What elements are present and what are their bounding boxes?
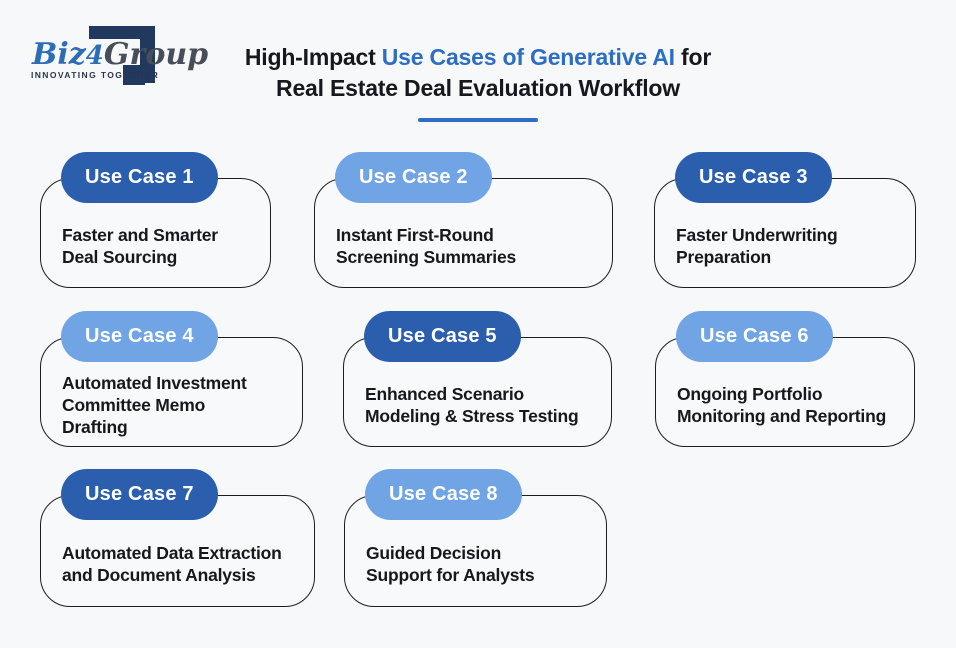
- logo-wordmark: Biz4Group: [32, 37, 209, 72]
- page-title: High-Impact Use Cases of Generative AI f…: [0, 42, 956, 104]
- use-case-card-2: Use Case 2 Instant First-Round Screening…: [314, 152, 613, 288]
- use-case-card-3: Use Case 3 Faster Underwriting Preparati…: [654, 152, 916, 288]
- use-case-description-8: Guided Decision Support for Analysts: [366, 543, 535, 585]
- title-suffix: for: [674, 44, 712, 70]
- logo-tagline: INNOVATING TOGETHER: [31, 70, 160, 80]
- biz4group-logo: Biz4Group INNOVATING TOGETHER: [18, 20, 208, 92]
- use-case-card-8: Use Case 8 Guided Decision Support for A…: [344, 469, 607, 607]
- use-case-description-2: Instant First-Round Screening Summaries: [336, 225, 517, 267]
- use-case-description-4: Automated Investment Committee Memo Draf…: [62, 373, 247, 437]
- header: High-Impact Use Cases of Generative AI f…: [0, 42, 956, 122]
- use-case-badge-2: Use Case 2: [335, 152, 492, 203]
- use-case-description-1: Faster and Smarter Deal Sourcing: [62, 225, 218, 267]
- logo-bracket-icon: [89, 26, 155, 85]
- use-case-badge-3: Use Case 3: [675, 152, 832, 203]
- use-case-card-7: Use Case 7 Automated Data Extraction and…: [40, 469, 315, 607]
- use-case-description-6: Ongoing Portfolio Monitoring and Reporti…: [677, 384, 887, 426]
- use-case-badge-7: Use Case 7: [61, 469, 218, 520]
- use-case-badge-1: Use Case 1: [61, 152, 218, 203]
- title-underline: [418, 118, 538, 122]
- logo-word-four: 4: [85, 41, 104, 71]
- use-case-badge-5: Use Case 5: [364, 311, 521, 362]
- use-case-description-5: Enhanced Scenario Modeling & Stress Test…: [365, 384, 579, 426]
- use-case-card-4: Use Case 4 Automated Investment Committe…: [40, 311, 303, 447]
- title-prefix: High-Impact: [244, 44, 382, 70]
- use-case-badge-6: Use Case 6: [676, 311, 833, 362]
- logo-word-biz: Biz: [32, 37, 86, 72]
- title-highlight: Use Cases of Generative AI: [381, 44, 675, 70]
- use-case-description-3: Faster Underwriting Preparation: [676, 225, 838, 267]
- use-case-badge-8: Use Case 8: [365, 469, 522, 520]
- use-case-card-5: Use Case 5 Enhanced Scenario Modeling & …: [343, 311, 612, 447]
- use-case-card-1: Use Case 1 Faster and Smarter Deal Sourc…: [40, 152, 271, 288]
- use-case-card-6: Use Case 6 Ongoing Portfolio Monitoring …: [655, 311, 915, 447]
- logo-word-group: Group: [103, 37, 209, 72]
- use-case-description-7: Automated Data Extraction and Document A…: [62, 543, 282, 585]
- title-line2: Real Estate Deal Evaluation Workflow: [276, 75, 680, 101]
- use-case-badge-4: Use Case 4: [61, 311, 218, 362]
